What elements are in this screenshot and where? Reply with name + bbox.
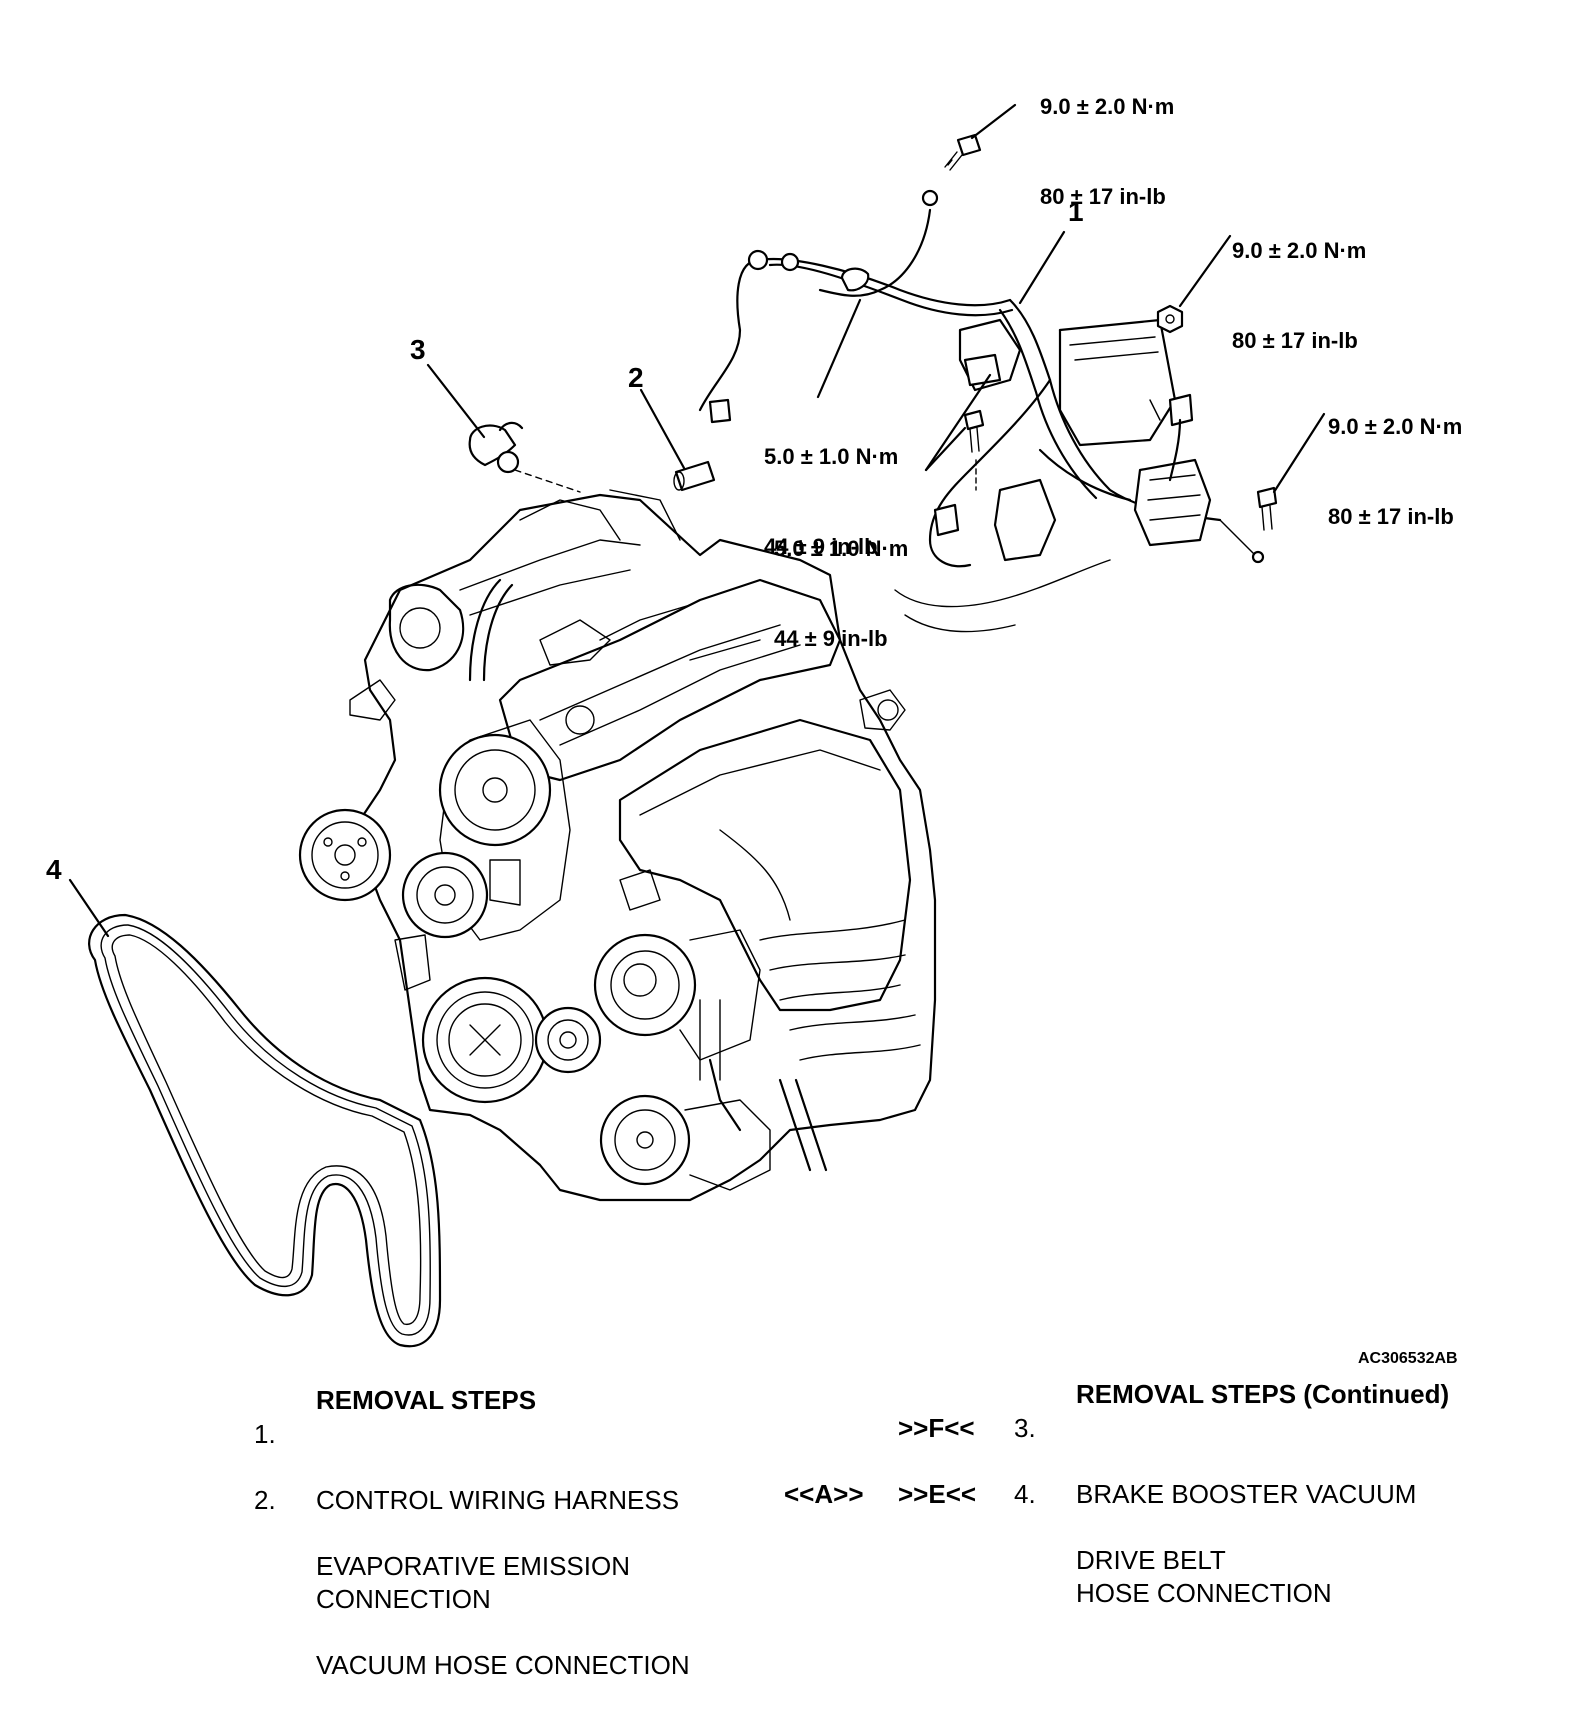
- step-2-line-1: EVAPORATIVE EMISSION: [316, 1551, 630, 1581]
- evap-vacuum-hose: [673, 460, 716, 492]
- callout-3: 3: [410, 334, 426, 365]
- figure-code: AC306532AB: [1358, 1350, 1458, 1367]
- torque-spec-right-lower: 9.0 ± 2.0 N·m 80 ± 17 in-lb: [1328, 352, 1462, 562]
- step-2-line-2: VACUUM HOSE CONNECTION: [316, 1650, 690, 1680]
- torque-inlb: 80 ± 17 in-lb: [1040, 184, 1166, 209]
- pulleys: [298, 733, 828, 1191]
- step-3-number: 3.: [1014, 1413, 1036, 1443]
- torque-inlb: 80 ± 17 in-lb: [1232, 328, 1358, 353]
- step-2-number: 2.: [254, 1485, 276, 1515]
- step-3-install-ref: >>F<<: [898, 1413, 975, 1443]
- step-1-text: CONTROL WIRING HARNESS CONNECTION: [316, 1418, 679, 1649]
- step-1-line-1: CONTROL WIRING HARNESS: [316, 1485, 680, 1515]
- step-3-line-1: BRAKE BOOSTER VACUUM: [1076, 1479, 1417, 1509]
- callout-1: 1: [1068, 196, 1084, 227]
- removal-steps-continued-header: REMOVAL STEPS (Continued): [1076, 1379, 1450, 1409]
- torque-inlb: 44 ± 9 in-lb: [774, 626, 888, 651]
- step-4-install-ref: >>E<<: [898, 1479, 977, 1509]
- torque-nm: 5.0 ± 1.0 N·m: [764, 444, 899, 469]
- torque-inlb: 80 ± 17 in-lb: [1328, 504, 1454, 529]
- torque-spec-top: 9.0 ± 2.0 N·m 80 ± 17 in-lb: [1040, 32, 1174, 242]
- step-1-number: 1.: [254, 1419, 276, 1449]
- step-3-line-2: HOSE CONNECTION: [1076, 1578, 1332, 1608]
- brake-booster-vacuum-hose: [468, 421, 581, 493]
- engine-drawing: [68, 103, 1326, 1348]
- callout-2: 2: [628, 362, 644, 393]
- torque-nm: 9.0 ± 2.0 N·m: [1328, 414, 1463, 439]
- torque-spec-right-upper: 9.0 ± 2.0 N·m 80 ± 17 in-lb: [1232, 176, 1366, 386]
- torque-nm: 9.0 ± 2.0 N·m: [1040, 94, 1175, 119]
- bolts: [921, 133, 1278, 531]
- diagram-stage: 1 2 3 4 9.0 ± 2.0 N·m 80 ± 17 in-lb 9.0 …: [46, 32, 1462, 1680]
- torque-nm: 9.0 ± 2.0 N·m: [1232, 238, 1367, 263]
- removal-steps-header: REMOVAL STEPS: [316, 1385, 537, 1415]
- step-2-text: EVAPORATIVE EMISSION VACUUM HOSE CONNECT…: [316, 1484, 690, 1715]
- control-wiring-harness: [698, 208, 1265, 633]
- step-4-text: DRIVE BELT: [1076, 1478, 1226, 1610]
- drive-belt: [88, 913, 442, 1348]
- step-4-number: 4.: [1014, 1479, 1036, 1509]
- torque-nm: 5.0 ± 1.0 N·m: [774, 536, 909, 561]
- step-4-removal-ref: <<A>>: [784, 1479, 864, 1509]
- torque-spec-harness-ground: 5.0 ± 1.0 N·m 44 ± 9 in-lb: [764, 382, 898, 592]
- engine-block: [349, 489, 937, 1202]
- leader-lines: [68, 103, 1326, 938]
- step-4-line-1: DRIVE BELT: [1076, 1545, 1226, 1575]
- torque-spec-harness-bolt: 5.0 ± 1.0 N·m 44 ± 9 in-lb: [774, 474, 908, 684]
- step-3-text: BRAKE BOOSTER VACUUM HOSE CONNECTION: [1076, 1412, 1416, 1643]
- step-1-line-2: CONNECTION: [316, 1584, 491, 1614]
- callout-4: 4: [46, 854, 62, 885]
- torque-inlb: 44 ± 9 in-lb: [764, 534, 878, 559]
